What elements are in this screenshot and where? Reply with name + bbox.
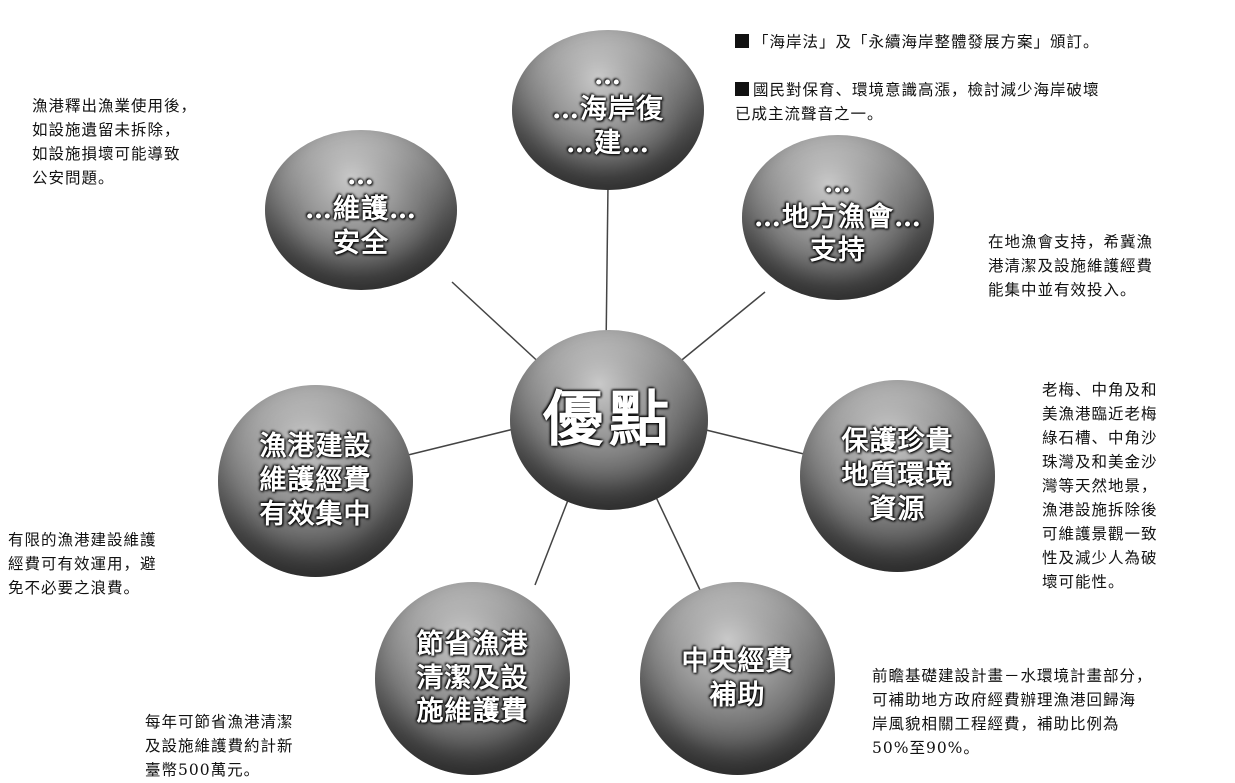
note-top-left: 漁港釋出漁業使用後， 如設施遺留未拆除， 如設施損壞可能導致 公安問題。 [32, 97, 198, 187]
node-bottom-left-label: 節省漁港 清潔及設 施維護費 [416, 628, 529, 728]
node-bottom-right: 中央經費 補助 [640, 582, 835, 775]
node-left: 漁港建設 維護經費 有效集中 [218, 385, 413, 577]
note-right-upper: 在地漁會支持，希冀漁 港清潔及設施維護經費 能集中並有效投入。 [988, 233, 1154, 299]
note-left-bottom: 有限的漁港建設維護 經費可有效運用，避 免不必要之浪費。 [8, 531, 157, 597]
center-label: 優點 [543, 384, 675, 455]
connector-right [697, 427, 809, 456]
note-right-mid: 老梅、中角及和 美漁港臨近老梅 綠石槽、中角沙 珠灣及和美金沙 灣等天然地景， … [1042, 381, 1158, 591]
connector-top-left [451, 281, 546, 369]
node-bottom-right-label: 中央經費 補助 [681, 645, 794, 711]
note-top-right: 「海岸法」及「永續海岸整體發展方案」頒訂。 國民對保育、環境意識高漲，檢討減少海… [735, 6, 1230, 150]
note-bottom-right: 前瞻基礎建設計畫－水環境計畫部分， 可補助地方政府經費辦理漁港回歸海 岸風貌相關… [872, 667, 1153, 757]
node-bottom-left: 節省漁港 清潔及設 施維護費 [375, 582, 570, 775]
center-node: 優點 [510, 330, 708, 510]
node-top-right: … …地方漁會… 支持 [742, 135, 934, 300]
connector-top-right [671, 291, 766, 369]
connector-top [605, 184, 609, 351]
node-top-left-label: … …維護… 安全 [305, 160, 417, 259]
square-bullet-icon [735, 34, 749, 48]
node-top-right-label: … …地方漁會… 支持 [754, 167, 922, 267]
node-top-label: … …海岸復 …建… [552, 60, 664, 159]
note-bottom-left: 每年可節省漁港清潔 及設施維護費約計新 臺幣500萬元。 [145, 713, 294, 779]
connector-left [407, 427, 519, 456]
square-bullet-icon [735, 82, 749, 96]
connector-bottom-left [534, 494, 571, 586]
node-right-label: 保護珍貴 地質環境 資源 [841, 426, 954, 525]
node-top-left: … …維護… 安全 [265, 130, 457, 290]
node-right: 保護珍貴 地質環境 資源 [800, 380, 995, 572]
connector-bottom-right [654, 494, 701, 591]
node-top: … …海岸復 …建… [512, 30, 704, 190]
note-top-right-line2: 國民對保育、環境意識高漲，檢討減少海岸破壞 已成主流聲音之一。 [735, 81, 1100, 123]
node-left-label: 漁港建設 維護經費 有效集中 [259, 431, 372, 530]
note-top-right-line1: 「海岸法」及「永續海岸整體發展方案」頒訂。 [735, 30, 1230, 54]
